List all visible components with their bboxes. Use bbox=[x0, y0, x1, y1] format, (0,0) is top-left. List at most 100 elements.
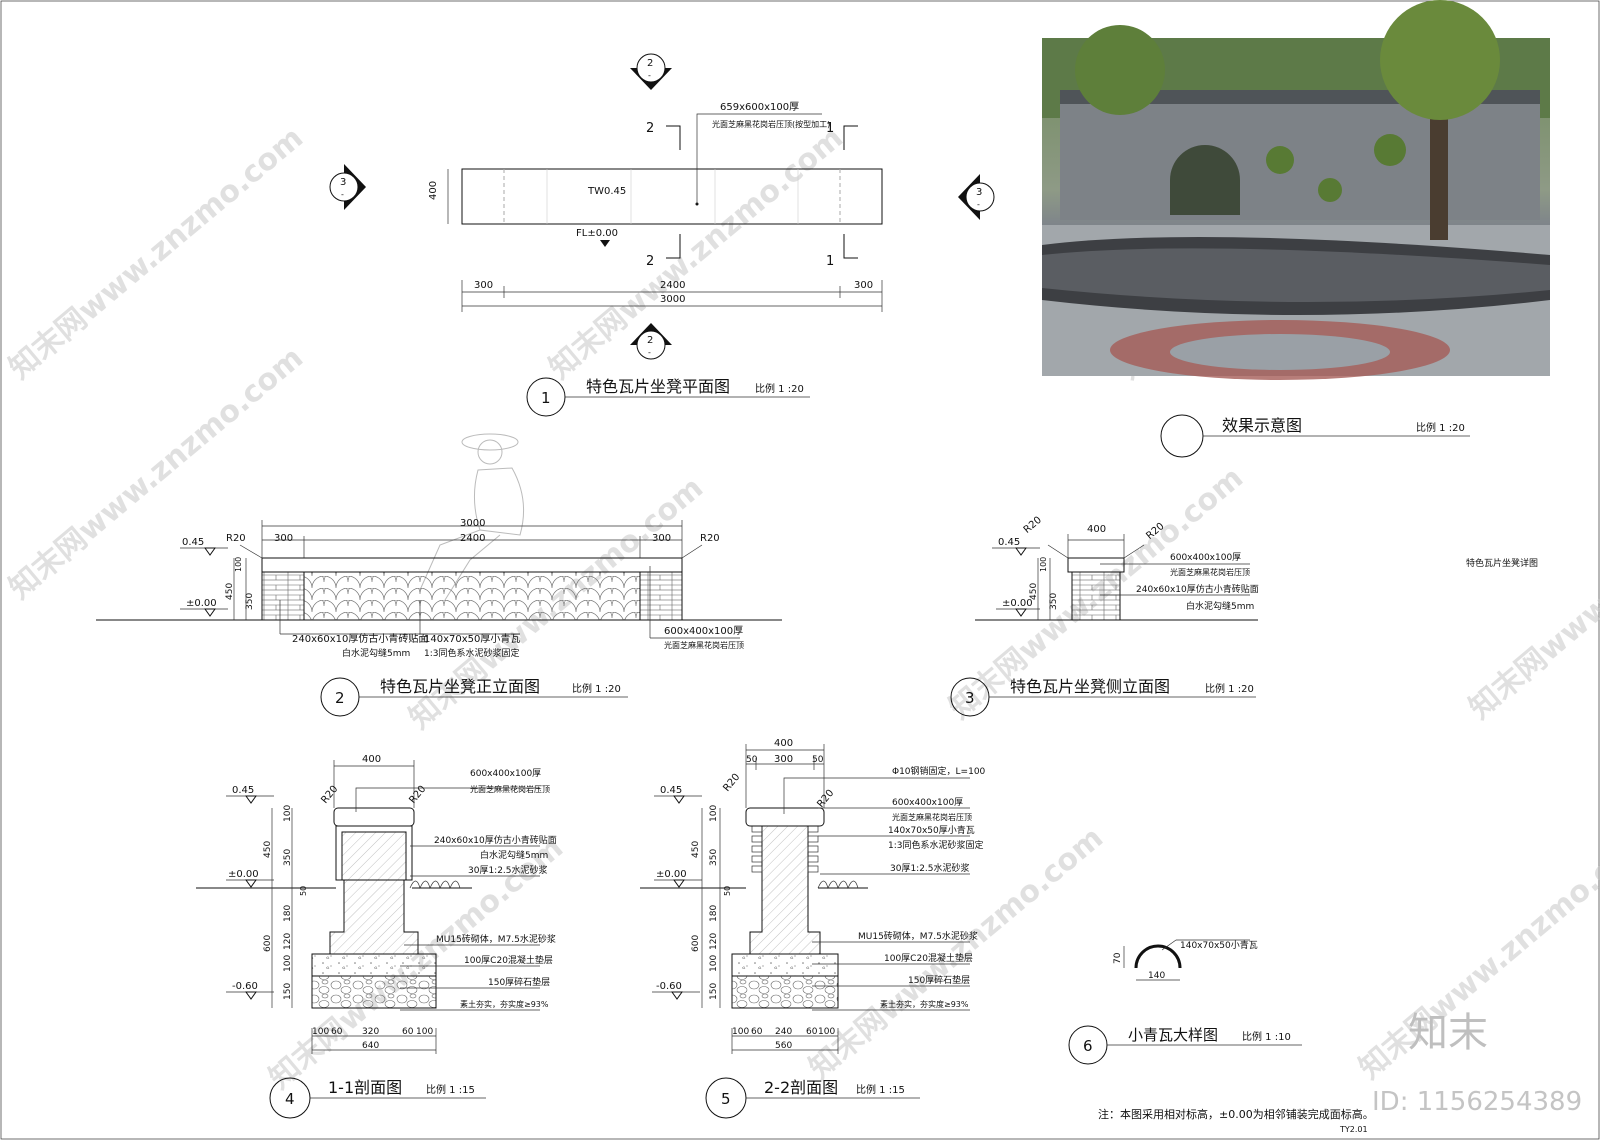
dim-140: 140 bbox=[1148, 971, 1165, 981]
callout-cap-material: 光面芝麻黑花岗岩压顶 bbox=[664, 640, 744, 650]
drawing-title: 1-1剖面图 bbox=[328, 1078, 402, 1097]
dim-3000: 3000 bbox=[460, 518, 485, 529]
dim-100: 100 bbox=[283, 805, 293, 822]
callout-anchor: Φ10钢销固定，L=100 bbox=[892, 765, 986, 777]
front-elevation: 3000 2400 300 300 R20 R20 0.45 ±0.00 100… bbox=[96, 433, 782, 717]
side-elevation: 400 R20 R20 0.45 ±0.00 100 350 450 600x4… bbox=[950, 515, 1538, 717]
image-id: ID: 1156254389 bbox=[1372, 1087, 1582, 1117]
dim-100: 100 bbox=[709, 805, 719, 822]
detail-label: 特色瓦片坐凳详图 bbox=[1466, 557, 1538, 569]
level-label: 0.45 bbox=[998, 537, 1020, 548]
callout-tile-mortar: 1:3同色系水泥砂浆固定 bbox=[424, 647, 520, 659]
dim-70: 70 bbox=[1113, 952, 1123, 964]
dim-50: 50 bbox=[812, 755, 824, 765]
callout-brick-joint: 白水泥勾缝5mm bbox=[1186, 600, 1254, 612]
section-2-2: 400 50 300 50 R20 R20 0.45 ±0.00 -0.60 1… bbox=[640, 738, 986, 1119]
callout-gravel: 150厚碎石垫层 bbox=[908, 974, 970, 986]
callout-cap: 600x400x100厚 bbox=[470, 768, 541, 779]
radius-label: R20 bbox=[721, 772, 742, 794]
dim-150: 150 bbox=[283, 983, 293, 1000]
dim-180: 180 bbox=[709, 905, 719, 922]
dim-450: 450 bbox=[1029, 583, 1039, 600]
callout-brick: 240x60x10厚仿古小青砖贴面 bbox=[1136, 583, 1259, 595]
plan-view: 400 TW0.45 FL±0.00 659x600x100厚 光面芝麻黑花岗岩… bbox=[329, 53, 995, 417]
watermark: 知末网www.znzmo.com bbox=[3, 120, 310, 386]
dim-50: 50 bbox=[723, 886, 732, 896]
section-cut-1-label: 1 bbox=[826, 254, 834, 269]
drawing-title: 2-2剖面图 bbox=[764, 1078, 838, 1097]
callout-cap: 600x400x100厚 bbox=[1170, 552, 1241, 563]
dim-2400: 2400 bbox=[660, 280, 685, 291]
gravel-base bbox=[311, 975, 437, 1009]
section-cut-2-label: 2 bbox=[646, 121, 654, 136]
dim-560: 560 bbox=[775, 1041, 792, 1051]
drawing-number: 1 bbox=[541, 389, 551, 407]
level-label: 0.45 bbox=[232, 785, 254, 796]
brick-masonry bbox=[749, 825, 821, 955]
watermark: 知末网www.znzmo.com bbox=[543, 120, 850, 386]
callout-mortar: 30厚1:2.5水泥砂浆 bbox=[468, 864, 548, 876]
granite-cap bbox=[745, 807, 825, 827]
drawing-number: 2 bbox=[335, 689, 345, 707]
drawing-number: 6 bbox=[1083, 1037, 1093, 1055]
fl-elevation: FL±0.00 bbox=[576, 228, 618, 239]
callout-tile-mortar: 1:3同色系水泥砂浆固定 bbox=[888, 839, 984, 851]
callout-brick-joint: 白水泥勾缝5mm bbox=[342, 647, 410, 659]
dim-450: 450 bbox=[263, 841, 273, 858]
callout-cap-material: 光面芝麻黑花岗岩压顶 bbox=[1170, 567, 1250, 577]
granite-cap bbox=[333, 807, 415, 827]
dim-450: 450 bbox=[691, 841, 701, 858]
dim-300: 300 bbox=[274, 533, 293, 544]
drawing-number: 4 bbox=[285, 1090, 295, 1108]
dim-400: 400 bbox=[362, 754, 381, 765]
view-symbol-left: 3 - bbox=[329, 164, 366, 210]
drawing-number: 3 bbox=[965, 689, 975, 707]
svg-text:-: - bbox=[341, 190, 344, 199]
drawing-title: 特色瓦片坐凳正立面图 bbox=[380, 677, 540, 696]
dim-120: 120 bbox=[709, 933, 719, 950]
callout-masonry: MU15砖砌体，M7.5水泥砂浆 bbox=[436, 933, 556, 945]
level-label: 0.45 bbox=[660, 785, 682, 796]
view-symbol-bottom: 2 - bbox=[630, 323, 672, 360]
callout-brick: 240x60x10厚仿古小青砖贴面 bbox=[292, 632, 428, 645]
dim-50: 50 bbox=[746, 755, 758, 765]
radius-label: R20 bbox=[1022, 515, 1044, 536]
cap-material-note: 光面芝麻黑花岗岩压顶(按型加工) bbox=[712, 119, 830, 129]
level-label: ±0.00 bbox=[656, 869, 687, 880]
drawing-title: 特色瓦片坐凳侧立面图 bbox=[1010, 677, 1170, 696]
dim-3000: 3000 bbox=[660, 294, 685, 305]
dim-100: 100 bbox=[312, 1027, 329, 1037]
dim-100: 100 bbox=[709, 955, 719, 972]
view-symbol-top: 2 - bbox=[630, 53, 672, 90]
drawing-scale: 比例 1 :20 bbox=[755, 382, 804, 395]
level-label: -0.60 bbox=[656, 981, 682, 992]
dim-2400: 2400 bbox=[460, 533, 485, 544]
drawing-title: 效果示意图 bbox=[1222, 416, 1302, 435]
callout-mortar: 30厚1:2.5水泥砂浆 bbox=[890, 862, 970, 874]
footer: 注：本图采用相对标高，±0.00为相邻铺装完成面标高。 TY2.01 知末 ID… bbox=[1098, 1010, 1582, 1134]
svg-text:-: - bbox=[648, 71, 651, 80]
drawing-title: 小青瓦大样图 bbox=[1128, 1026, 1218, 1044]
tw-elevation: TW0.45 bbox=[587, 186, 626, 197]
level-label: -0.60 bbox=[232, 981, 258, 992]
dim-350: 350 bbox=[245, 593, 255, 610]
level-label: ±0.00 bbox=[228, 869, 259, 880]
dim-100: 100 bbox=[283, 955, 293, 972]
radius-label: R20 bbox=[407, 784, 428, 806]
section-cut-1-label: 1 bbox=[826, 121, 834, 136]
dim-300: 300 bbox=[652, 533, 671, 544]
view-symbol-right: 3 - bbox=[958, 174, 995, 220]
tile-detail: 140x70x50小青瓦 70 140 6 小青瓦大样图 比例 1 :10 bbox=[1068, 939, 1302, 1065]
dim-150: 150 bbox=[709, 983, 719, 1000]
callout-concrete: 100厚C20混凝土垫层 bbox=[884, 952, 973, 964]
dim-350: 350 bbox=[283, 849, 293, 866]
callout-tile: 140x70x50厚小青瓦 bbox=[888, 824, 975, 836]
dim-300: 300 bbox=[474, 280, 493, 291]
svg-text:2: 2 bbox=[647, 58, 653, 69]
callout-tile: 140x70x50厚小青瓦 bbox=[424, 632, 520, 645]
radius-label: R20 bbox=[319, 784, 340, 806]
drawing-scale: 比例 1 :20 bbox=[1205, 682, 1254, 695]
dim-400: 400 bbox=[774, 738, 793, 749]
